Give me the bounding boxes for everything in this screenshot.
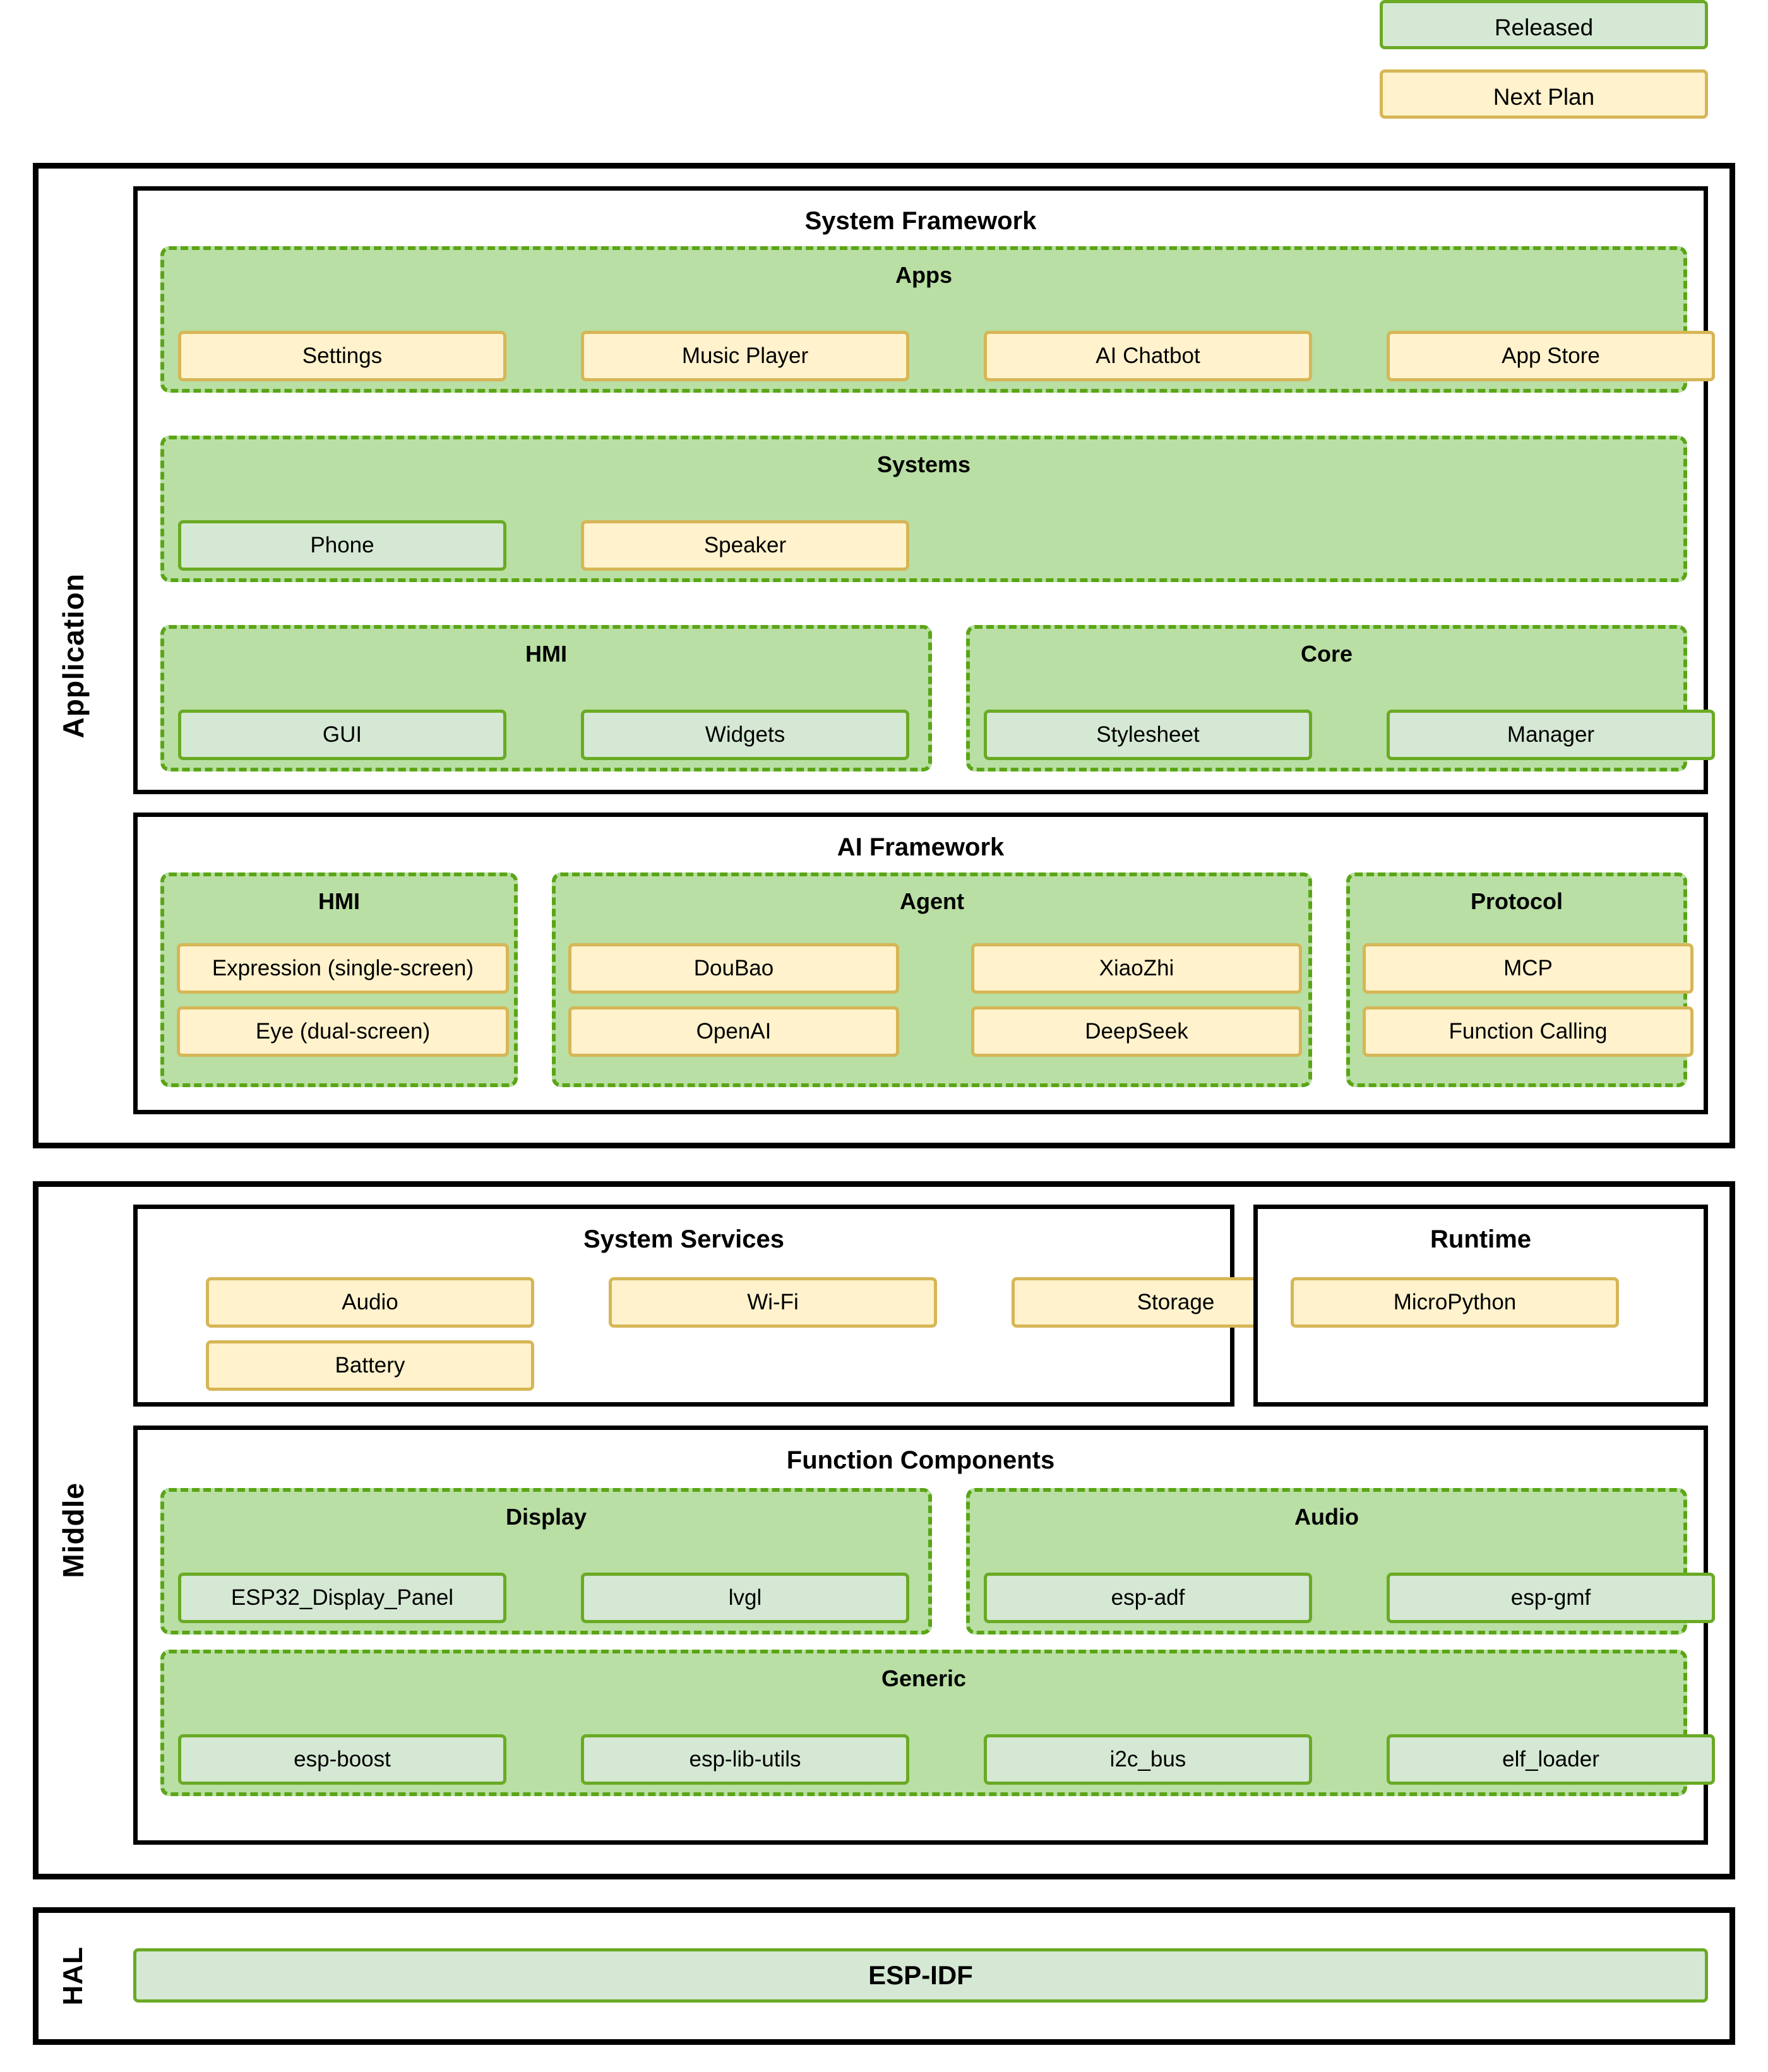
panel-ai-framework-title: AI Framework xyxy=(837,833,1005,861)
tier-middle: Middle System Services Audio Wi-Fi Stora… xyxy=(33,1181,1735,1879)
box-widgets[interactable]: Widgets xyxy=(581,710,909,760)
group-ai-hmi-title: HMI xyxy=(318,888,360,914)
box-lvgl[interactable]: lvgl xyxy=(581,1573,909,1623)
box-manager[interactable]: Manager xyxy=(1387,710,1715,760)
panel-runtime: Runtime MicroPython xyxy=(1253,1205,1708,1407)
box-xiaozhi[interactable]: XiaoZhi xyxy=(971,943,1302,994)
group-audio: Audio esp-adf esp-gmf xyxy=(966,1488,1715,1634)
box-esp-lib-utils[interactable]: esp-lib-utils xyxy=(581,1734,909,1785)
tier-application: Application System Framework Apps Settin… xyxy=(33,163,1735,1148)
box-mcp[interactable]: MCP xyxy=(1363,943,1693,994)
panel-system-framework: System Framework Apps Settings Music Pla… xyxy=(133,186,1715,794)
box-ai-chatbot[interactable]: AI Chatbot xyxy=(984,331,1312,381)
tier-hal-label: HAL xyxy=(57,1946,88,2006)
legend-next-plan-chip: Next Plan xyxy=(1380,69,1708,119)
group-display: Display ESP32_Display_Panel lvgl xyxy=(160,1488,932,1634)
group-framework-hmi: HMI GUI Widgets xyxy=(160,625,932,771)
group-audio-title: Audio xyxy=(1294,1504,1359,1530)
tier-middle-label: Middle xyxy=(57,1482,90,1578)
box-settings[interactable]: Settings xyxy=(178,331,506,381)
group-agent: Agent DouBao XiaoZhi OpenAI DeepSeek xyxy=(552,872,1312,1087)
group-core: Core Stylesheet Manager xyxy=(966,625,1715,771)
box-openai[interactable]: OpenAI xyxy=(568,1006,899,1057)
group-protocol-title: Protocol xyxy=(1470,888,1563,914)
box-esp-gmf[interactable]: esp-gmf xyxy=(1387,1573,1715,1623)
box-gui[interactable]: GUI xyxy=(178,710,506,760)
box-music-player[interactable]: Music Player xyxy=(581,331,909,381)
box-stylesheet[interactable]: Stylesheet xyxy=(984,710,1312,760)
box-elf-loader[interactable]: elf_loader xyxy=(1387,1734,1715,1785)
legend: Released Next Plan xyxy=(1380,0,1708,139)
box-esp-boost[interactable]: esp-boost xyxy=(178,1734,506,1785)
panel-system-services: System Services Audio Wi-Fi Storage Batt… xyxy=(133,1205,1340,1407)
panel-system-framework-title: System Framework xyxy=(804,207,1037,235)
group-display-title: Display xyxy=(505,1504,587,1530)
tier-hal: HAL ESP-IDF xyxy=(33,1907,1735,2045)
box-esp-adf[interactable]: esp-adf xyxy=(984,1573,1312,1623)
box-i2c-bus[interactable]: i2c_bus xyxy=(984,1734,1312,1785)
box-eye-dual-screen[interactable]: Eye (dual-screen) xyxy=(177,1006,509,1057)
box-phone[interactable]: Phone xyxy=(178,520,506,571)
group-apps-title: Apps xyxy=(895,262,952,288)
group-systems-title: Systems xyxy=(876,451,971,477)
box-deepseek[interactable]: DeepSeek xyxy=(971,1006,1302,1057)
group-systems: Systems Phone Speaker xyxy=(160,436,1687,582)
box-wifi[interactable]: Wi-Fi xyxy=(609,1277,937,1328)
group-framework-hmi-title: HMI xyxy=(525,641,567,667)
panel-function-components: Function Components Display ESP32_Displa… xyxy=(133,1426,1715,1845)
panel-ai-framework: AI Framework HMI Expression (single-scre… xyxy=(133,813,1708,1114)
panel-runtime-title: Runtime xyxy=(1430,1225,1531,1253)
legend-next-plan-label: Next Plan xyxy=(1493,84,1595,110)
box-micropython[interactable]: MicroPython xyxy=(1291,1277,1619,1328)
box-esp32-display-panel[interactable]: ESP32_Display_Panel xyxy=(178,1573,506,1623)
group-ai-hmi: HMI Expression (single-screen) Eye (dual… xyxy=(160,872,518,1087)
box-app-store[interactable]: App Store xyxy=(1387,331,1715,381)
group-protocol: Protocol MCP Function Calling xyxy=(1346,872,1693,1087)
group-generic-title: Generic xyxy=(881,1665,967,1691)
box-battery[interactable]: Battery xyxy=(206,1340,534,1391)
legend-released-chip: Released xyxy=(1380,0,1708,49)
group-agent-title: Agent xyxy=(900,888,964,914)
panel-function-components-title: Function Components xyxy=(786,1446,1055,1474)
box-esp-idf[interactable]: ESP-IDF xyxy=(133,1948,1708,2003)
group-core-title: Core xyxy=(1300,641,1353,667)
panel-system-services-title: System Services xyxy=(583,1225,784,1253)
box-doubao[interactable]: DouBao xyxy=(568,943,899,994)
group-generic: Generic esp-boost esp-lib-utils i2c_bus … xyxy=(160,1650,1715,1796)
box-audio-service[interactable]: Audio xyxy=(206,1277,534,1328)
box-speaker[interactable]: Speaker xyxy=(581,520,909,571)
box-expression-single-screen[interactable]: Expression (single-screen) xyxy=(177,943,509,994)
tier-application-label: Application xyxy=(57,573,90,739)
box-function-calling[interactable]: Function Calling xyxy=(1363,1006,1693,1057)
legend-released-label: Released xyxy=(1494,15,1594,40)
group-apps: Apps Settings Music Player AI Chatbot Ap… xyxy=(160,246,1715,393)
